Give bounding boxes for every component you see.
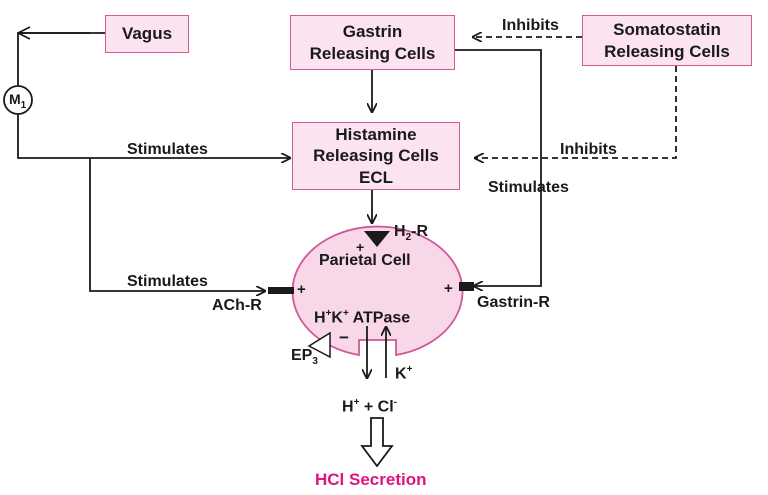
achr-plus-sign: + [297,281,306,298]
ep3-receptor-icon [307,331,331,359]
histamine-label-line3: ECL [359,167,393,187]
ep3-label: EP3 [291,347,318,368]
histamine-label-line1: Histamine [335,125,417,145]
secretion-hollow-arrow [360,417,394,468]
ep3-minus-sign: − [339,328,349,347]
gastrin-label-line2: Releasing Cells [309,43,436,63]
stimulates-histamine-label: Stimulates [127,141,208,158]
gastrinr-plus-sign: + [444,280,453,297]
stimulates-gastrin-label: Stimulates [488,179,569,196]
histamine-label-line2: Releasing Cells [313,146,439,166]
somatostatin-label-line1: Somatostatin [613,20,721,40]
gastrinr-label: Gastrin-R [477,294,550,311]
vagus-to-m1-arrow [17,32,90,86]
hcl-ions-label: H+ + Cl- [342,397,397,416]
m1-label: M1 [9,91,27,111]
gastrin-label-line1: Gastrin [342,22,403,42]
somatostatin-inhibits-histamine-arrow [475,66,677,158]
h2r-label: H2-R [394,223,429,244]
vagus-box: Vagus [105,15,189,53]
vagus-arrowhead-icon [17,26,31,40]
achr-label: ACh-R [212,297,262,314]
stimulates-ach-label: Stimulates [127,273,208,290]
somatostatin-releasing-cells-box: Somatostatin Releasing Cells [582,15,752,66]
vagus-label: Vagus [121,24,173,44]
inhibits-gastrin-label: Inhibits [502,17,559,34]
somatostatin-label-line2: Releasing Cells [604,41,730,61]
parietal-cell-shape [291,225,464,357]
gastrin-to-gastrinr-arrow [455,49,542,286]
vagus-to-achr-arrow [89,158,265,291]
parietal-cell-label: Parietal Cell [319,252,411,269]
ach-receptor-icon [268,287,294,294]
k-plus-label: K+ [395,364,413,383]
m1-to-histamine-arrow [17,114,290,158]
h2-receptor-icon [364,231,390,247]
hcl-secretion-label: HCl Secretion [315,470,427,489]
inhibits-histamine-label: Inhibits [560,141,617,158]
gastrin-releasing-cells-box: Gastrin Releasing Cells [290,15,455,70]
gastrin-receptor-icon [459,282,474,291]
atpase-label: H+K+ ATPase [314,308,411,327]
histamine-releasing-cells-box: Histamine Releasing Cells ECL [292,122,460,190]
h2r-plus-sign: + [356,239,365,255]
